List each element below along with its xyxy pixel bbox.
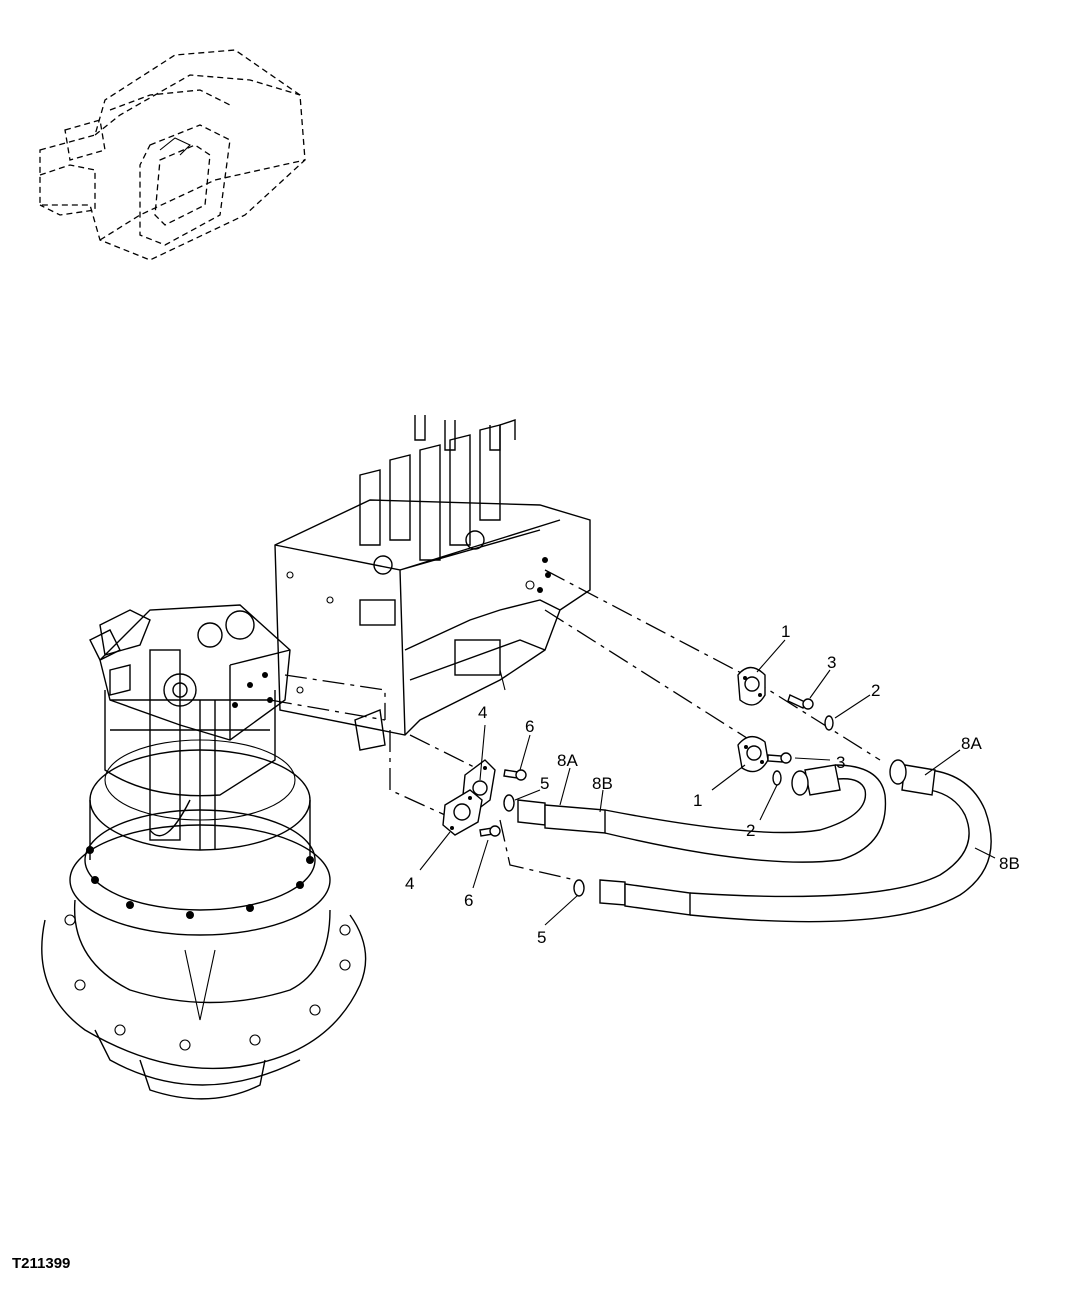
callout-1: 1	[693, 791, 702, 810]
excavator-locator-illustration	[39, 49, 306, 261]
swing-motor-assembly	[41, 604, 367, 1100]
o-ring-lower	[772, 770, 782, 786]
callout-labels: 1 1 2 2 3 3 4 4 5 5 6 6 8A 8B 8A 8B	[405, 622, 1020, 947]
o-ring-upper	[824, 715, 834, 731]
callout-3: 3	[836, 753, 845, 772]
callout-8b: 8B	[999, 854, 1020, 873]
callout-5: 5	[540, 774, 549, 793]
flange-upper	[737, 666, 766, 706]
cap-screw-6-upper	[503, 769, 527, 781]
callout-8a: 8A	[961, 734, 982, 753]
callout-2: 2	[746, 821, 755, 840]
callout-8a: 8A	[557, 751, 578, 770]
cap-screw-6-lower	[479, 825, 501, 837]
callout-leaders	[419, 639, 996, 926]
o-ring-5-lower	[573, 879, 585, 897]
control-valve-assembly	[274, 415, 591, 751]
callout-5: 5	[537, 928, 546, 947]
callout-4: 4	[478, 703, 487, 722]
callout-6: 6	[464, 891, 473, 910]
callout-3: 3	[827, 653, 836, 672]
o-ring-5-upper	[503, 794, 515, 812]
cap-screw-lower	[767, 752, 792, 764]
alignment-lines	[269, 569, 881, 881]
hose-8a	[517, 764, 887, 863]
callout-1: 1	[781, 622, 790, 641]
callout-4: 4	[405, 874, 414, 893]
split-flange-lower	[442, 789, 483, 836]
figure-id: T211399	[12, 1255, 70, 1272]
callout-6: 6	[525, 717, 534, 736]
hose-8b	[599, 759, 992, 923]
cap-screw-upper	[787, 694, 814, 710]
callout-8b: 8B	[592, 774, 613, 793]
callout-2: 2	[871, 681, 880, 700]
